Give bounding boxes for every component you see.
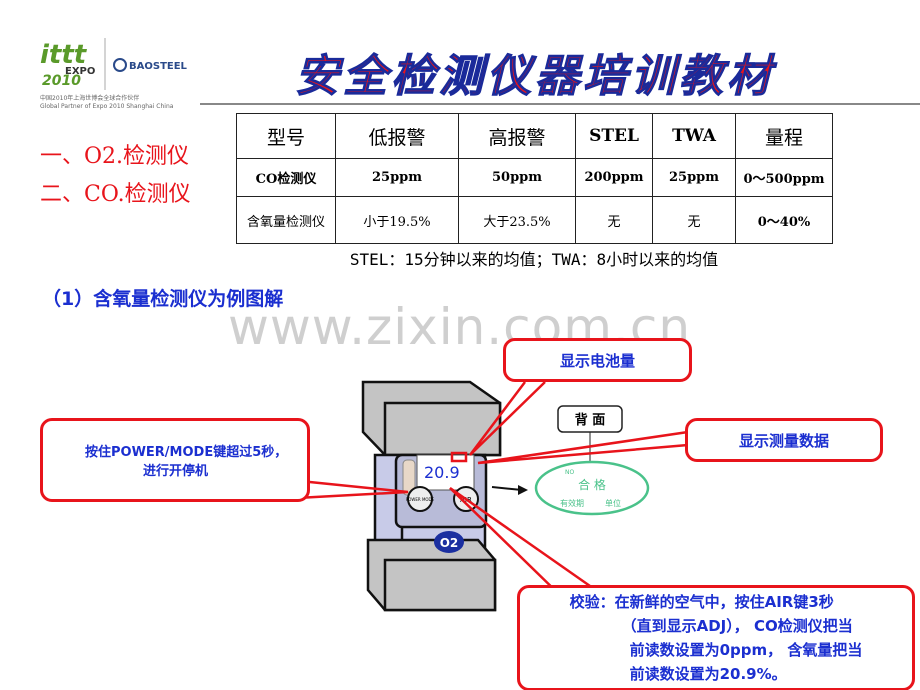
page-title: 安全检测仪器培训教材 bbox=[294, 50, 775, 102]
header-cell: 型号 bbox=[236, 113, 336, 159]
svg-text:BAOSTEEL: BAOSTEEL bbox=[129, 61, 188, 72]
callout-power: 按住POWER/MODE键超过5秒， 进行开停机 bbox=[40, 418, 310, 502]
calibration-line: 前读数设置为20.9%。 bbox=[629, 665, 787, 683]
header-cell: STEL bbox=[575, 113, 653, 159]
cell: 大于23.5% bbox=[458, 196, 576, 244]
cell: 含氧量检测仪 bbox=[236, 196, 336, 244]
svg-text:2010: 2010 bbox=[42, 73, 81, 89]
back-label: 背 面 bbox=[575, 412, 606, 428]
section-subtitle: （1）含氧量检测仪为例图解 bbox=[42, 288, 284, 310]
cell: 0～40% bbox=[735, 196, 833, 244]
back-unit: 单位 bbox=[605, 498, 621, 508]
back-no: NO bbox=[565, 469, 574, 476]
callout-battery: 显示电池量 bbox=[503, 338, 692, 382]
item-o2: 一、O2.检测仪 bbox=[40, 144, 190, 169]
table-note: STEL：15分钟以来的均值；TWA：8小时以来的均值 bbox=[349, 250, 719, 269]
cell: CO检测仪 bbox=[236, 158, 336, 197]
callout-power-line: 进行开停机 bbox=[143, 464, 209, 479]
callout-power-line: 按住POWER/MODE键超过5秒， bbox=[85, 445, 288, 460]
header-cell: TWA bbox=[652, 113, 736, 159]
power-label: POWER MODE bbox=[406, 497, 435, 502]
calibration-line: （直到显示ADJ）， CO检测仪把当 bbox=[621, 617, 853, 635]
cell: 0～500ppm bbox=[735, 158, 833, 197]
svg-text:ittt: ittt bbox=[40, 40, 88, 70]
back-pass: 合 格 bbox=[578, 477, 606, 492]
callout-data: 显示测量数据 bbox=[685, 418, 883, 462]
divider bbox=[200, 103, 920, 105]
o2-label: O2 bbox=[440, 536, 459, 550]
item-co: 二、CO.检测仪 bbox=[40, 182, 191, 207]
cell: 无 bbox=[575, 196, 653, 244]
header-cell: 量程 bbox=[735, 113, 833, 159]
cell: 50ppm bbox=[458, 158, 576, 197]
table-header: 型号 低报警 高报警 STEL TWA 量程 bbox=[236, 113, 833, 159]
display-value: 20.9 bbox=[424, 463, 460, 482]
svg-text:EXPO: EXPO bbox=[65, 66, 95, 77]
caption-en: Global Partner of Expo 2010 Shanghai Chi… bbox=[40, 103, 174, 110]
spec-table: 型号 低报警 高报警 STEL TWA 量程 CO检测仪 25ppm 50ppm… bbox=[236, 113, 833, 244]
logo: ittt EXPO 2010 BAOSTEEL bbox=[40, 38, 188, 90]
cell: 小于19.5% bbox=[335, 196, 459, 244]
back-valid: 有效期 bbox=[560, 498, 584, 508]
power-button[interactable] bbox=[407, 486, 433, 512]
callout-calibration: 校验：在新鲜的空气中，按住AIR键3秒 （直到显示ADJ）， CO检测仪把当 前… bbox=[517, 585, 915, 690]
cell: 25ppm bbox=[652, 158, 736, 197]
calibration-line: 前读数设置为0ppm， 含氧量把当 bbox=[629, 641, 863, 659]
table-row: 含氧量检测仪 小于19.5% 大于23.5% 无 无 0～40% bbox=[236, 196, 833, 244]
caption-cn: 中国2010年上海世博会全球合作伙伴 bbox=[40, 95, 140, 102]
table-row: CO检测仪 25ppm 50ppm 200ppm 25ppm 0～500ppm bbox=[236, 158, 833, 197]
calibration-line: 校验：在新鲜的空气中，按住AIR键3秒 bbox=[569, 593, 834, 611]
cell: 无 bbox=[652, 196, 736, 244]
